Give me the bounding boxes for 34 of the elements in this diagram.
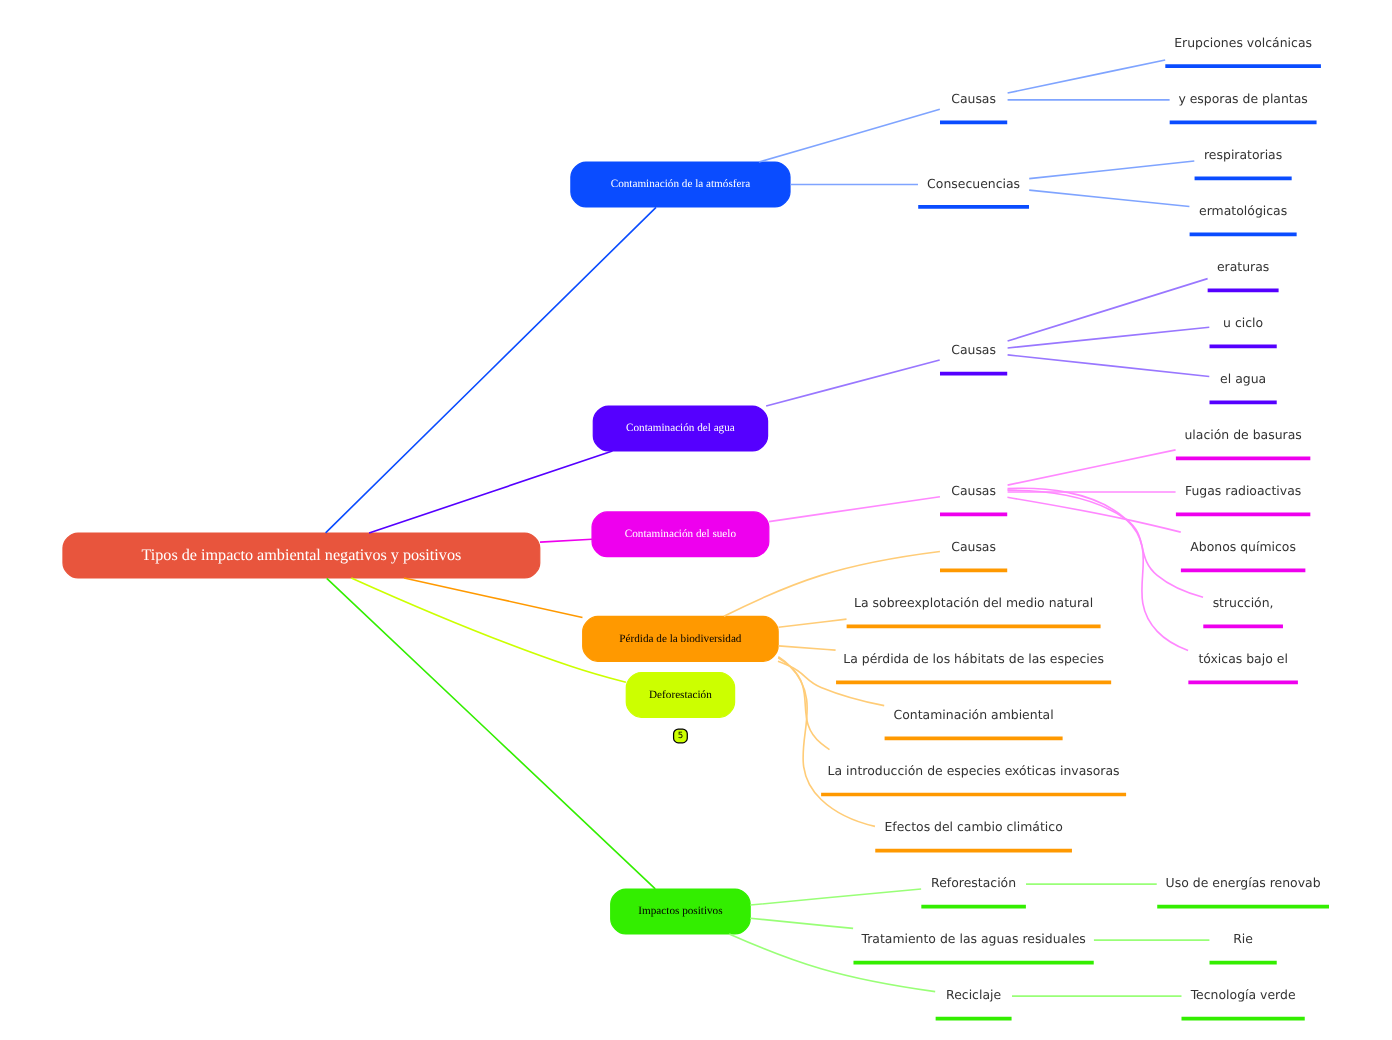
- connector: [777, 660, 885, 707]
- connector: [777, 656, 831, 751]
- connector: [723, 550, 941, 618]
- connector: [1006, 99, 1171, 101]
- connector: [777, 618, 848, 629]
- connector: [1006, 489, 1204, 599]
- connector: [789, 183, 919, 186]
- connector: [1006, 326, 1211, 349]
- connector: [1028, 189, 1191, 208]
- connector: [749, 917, 854, 930]
- connector: [539, 538, 593, 543]
- connector: [1025, 883, 1158, 885]
- connector: [1006, 449, 1177, 486]
- connector: [350, 577, 627, 684]
- connector: [765, 359, 941, 407]
- connector: [777, 645, 837, 651]
- connector: [368, 450, 614, 534]
- connector: [1006, 496, 1182, 533]
- connector: [777, 655, 876, 828]
- connector: [749, 888, 922, 906]
- connector: [758, 108, 941, 163]
- connector: [1011, 995, 1183, 997]
- connector: [768, 495, 941, 523]
- connector: [728, 933, 936, 993]
- connector: [1006, 491, 1177, 493]
- connector: [1028, 160, 1196, 180]
- connector: [1006, 277, 1209, 342]
- connector: [403, 577, 584, 619]
- connector: [1006, 59, 1166, 94]
- connector: [1006, 487, 1189, 652]
- connector: [324, 206, 657, 534]
- connector: [325, 577, 657, 890]
- connector: [1093, 939, 1211, 941]
- connector: [1006, 354, 1211, 378]
